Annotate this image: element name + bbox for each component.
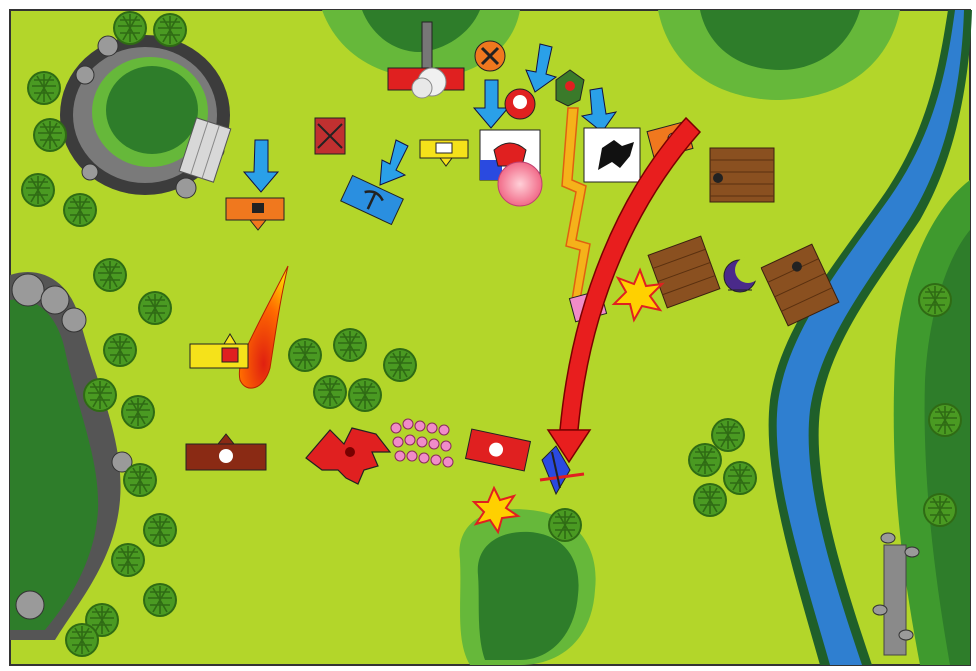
building-1: [710, 148, 774, 202]
crossed-axes-token[interactable]: [475, 41, 505, 71]
cannon-icon: [422, 22, 432, 68]
skull-icon: [219, 449, 233, 463]
skull-icon: [513, 95, 527, 109]
magic-burst: [498, 162, 542, 206]
catapult-unit[interactable]: [315, 118, 345, 154]
skull-token-red[interactable]: [505, 89, 535, 119]
dark-figure-unit[interactable]: [584, 128, 640, 182]
